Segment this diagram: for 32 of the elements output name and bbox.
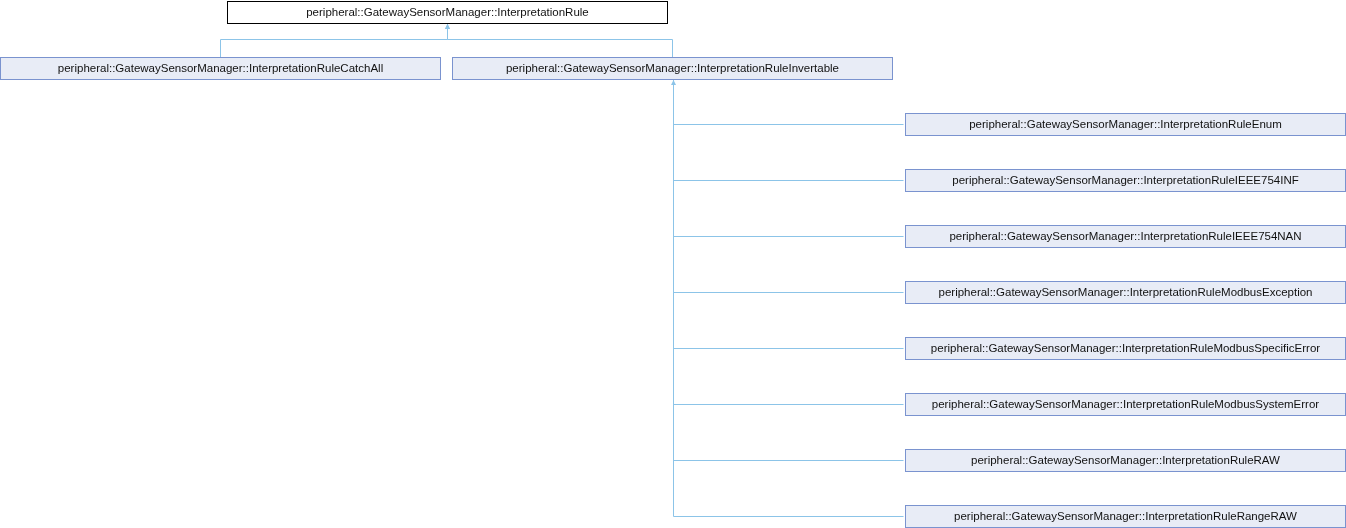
class-box (905, 393, 1346, 416)
class-box (905, 281, 1346, 304)
class-name: peripheral::GatewaySensorManager::InterpretationRuleEnum (969, 118, 1282, 131)
class-box (0, 57, 441, 80)
class-name: peripheral::GatewaySensorManager::InterpretationRuleModbusSystemError (931, 398, 1320, 411)
inheritance-arrow (445, 23, 673, 58)
connector-line (673, 516, 904, 517)
class-box (905, 113, 1346, 136)
connector-line (673, 292, 904, 293)
class-name: peripheral::GatewaySensorManager::InterpretationRuleRAW (971, 454, 1280, 467)
class-name: peripheral::GatewaySensorManager::InterpretationRuleModbusSpecificError (930, 342, 1321, 355)
class-box (227, 1, 668, 24)
connector-line (673, 404, 904, 405)
inheritance-arrow (671, 79, 676, 517)
connector-line (673, 460, 904, 461)
class-name: peripheral::GatewaySensorManager::InterpretationRule (306, 6, 589, 19)
class-box (905, 449, 1346, 472)
class-name: peripheral::GatewaySensorManager::InterpretationRuleCatchAll (57, 62, 384, 75)
connector-line (673, 180, 904, 181)
class-name: peripheral::GatewaySensorManager::InterpretationRuleInvertable (505, 62, 840, 75)
class-name: peripheral::GatewaySensorManager::InterpretationRuleIEEE754NAN (949, 230, 1302, 243)
class-box (905, 225, 1346, 248)
class-name: peripheral::GatewaySensorManager::InterpretationRuleIEEE754INF (952, 174, 1299, 187)
connector-line (673, 236, 904, 237)
connector-line (673, 348, 904, 349)
class-name: peripheral::GatewaySensorManager::InterpretationRuleModbusException (938, 286, 1313, 299)
class-name: peripheral::GatewaySensorManager::InterpretationRuleRangeRAW (954, 510, 1297, 523)
class-box (452, 57, 893, 80)
class-box (905, 505, 1346, 528)
class-box (905, 337, 1346, 360)
class-box (905, 169, 1346, 192)
connector-line (673, 124, 904, 125)
